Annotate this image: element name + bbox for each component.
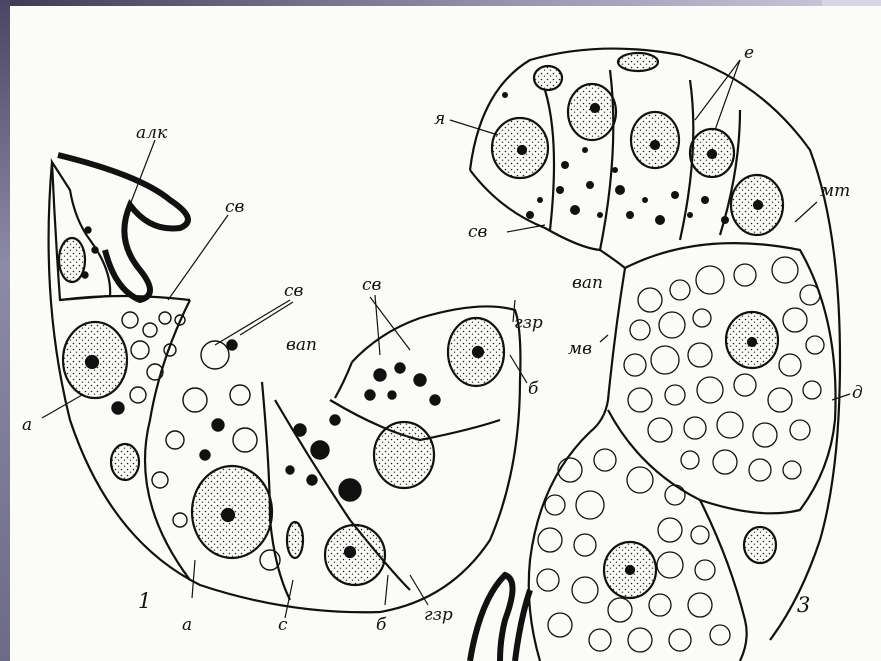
label-gzr-2: гзр [424,605,453,625]
label-fig3: 3 [797,593,810,617]
label-alk: алк [136,123,168,143]
figure-1-acinus [49,155,521,612]
label-vap-1: вап [286,335,317,355]
label-a-1: а [22,415,32,435]
label-b-1: б [528,379,539,399]
label-e: е [744,43,754,63]
acinus-1-outline [49,162,521,612]
nucleus-light [374,422,434,488]
nucleus-top-left [59,238,85,282]
label-gzr-1: гзр [514,313,543,333]
capillary-bottom [470,575,513,661]
label-ya: я [434,109,445,129]
label-d: д [852,383,863,403]
label-a-2: а [182,615,192,635]
label-b-2: б [376,615,387,635]
label-c: с [278,615,288,635]
label-sv-3: св [362,275,382,295]
cell-top-left [52,162,110,300]
label-fig1: 1 [138,589,151,613]
label-sv-1: св [225,197,245,217]
label-mv: мв [568,339,592,359]
label-mt: мт [820,181,850,201]
label-vap-2: вап [572,273,603,293]
label-sv-2: св [284,281,304,301]
label-sv-4: св [468,222,488,242]
granules-fig3 [502,92,824,652]
